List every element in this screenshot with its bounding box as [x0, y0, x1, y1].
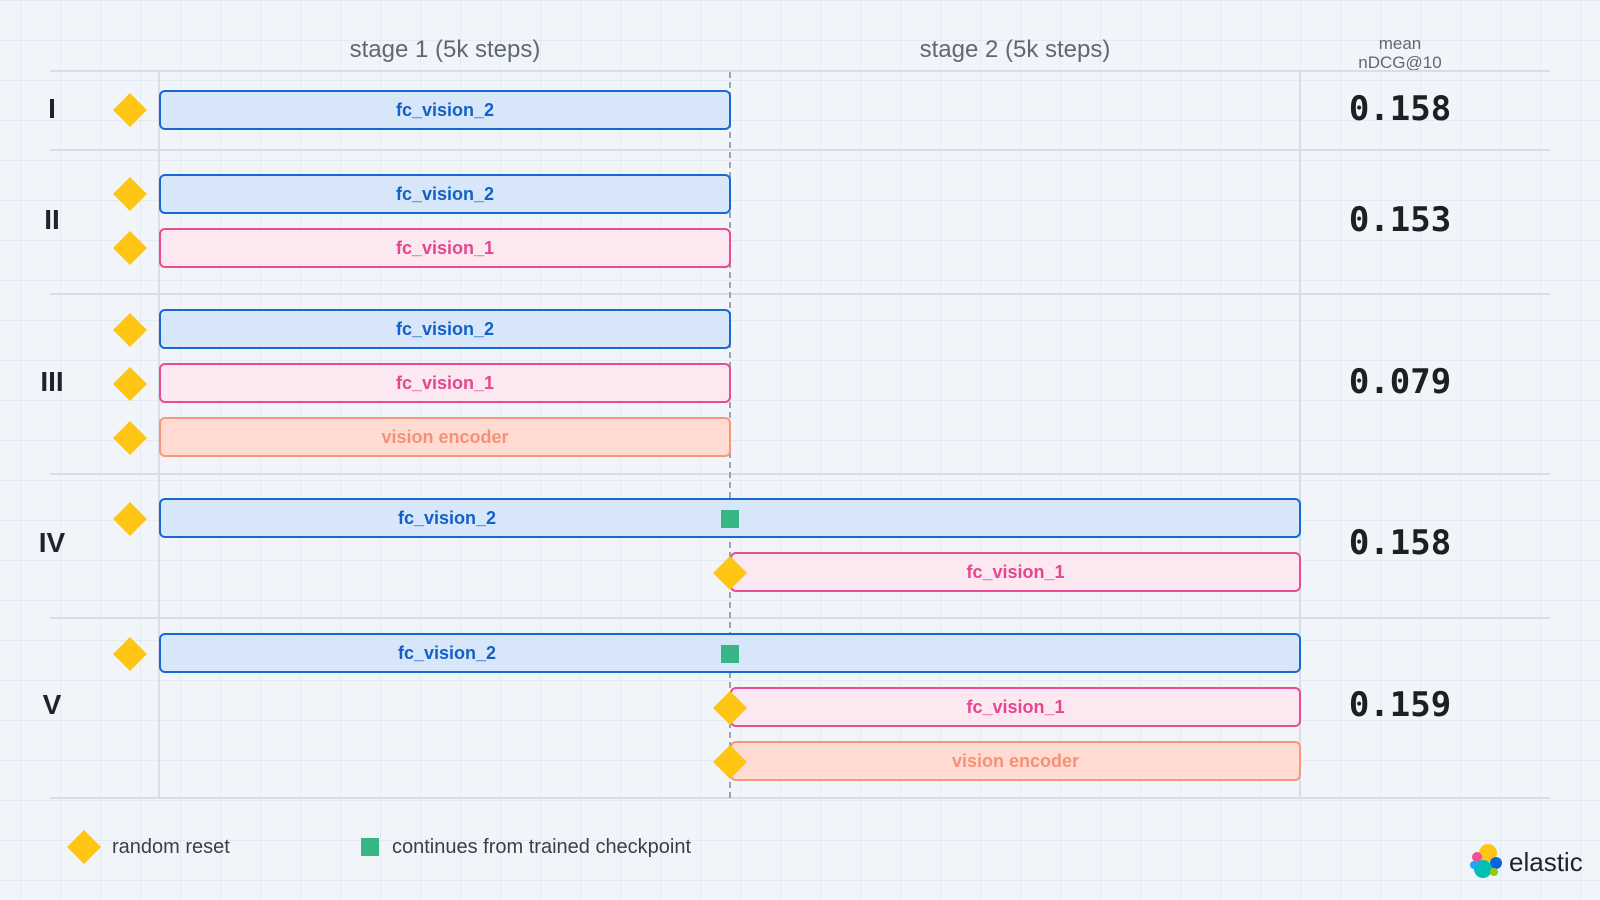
- checkpoint-square: [721, 510, 739, 528]
- score-iii: 0.079: [1348, 362, 1452, 402]
- row-divider: [50, 149, 1550, 151]
- metric-header-line1: mean: [1378, 34, 1422, 53]
- random-reset-diamond: [113, 637, 147, 671]
- random-reset-diamond: [113, 367, 147, 401]
- bar-fc-vision-1: fc_vision_1: [730, 552, 1301, 592]
- random-reset-diamond: [113, 231, 147, 265]
- bar-vision-encoder: vision encoder: [730, 741, 1301, 781]
- score-i: 0.158: [1348, 89, 1452, 129]
- bar-fc-vision-1: fc_vision_1: [730, 687, 1301, 727]
- score-v: 0.159: [1348, 685, 1452, 725]
- random-reset-diamond: [113, 93, 147, 127]
- random-reset-diamond: [113, 313, 147, 347]
- elastic-logo-text: elastic: [1509, 847, 1583, 877]
- bar-fc-vision-2: fc_vision_2: [159, 90, 731, 130]
- bar-fc-vision-1: fc_vision_1: [159, 228, 731, 268]
- checkpoint-square: [721, 645, 739, 663]
- random-reset-diamond: [113, 177, 147, 211]
- score-iv: 0.158: [1348, 523, 1452, 563]
- bar-vision-encoder: vision encoder: [159, 417, 731, 457]
- legend-random-reset: random reset: [112, 836, 230, 858]
- legend-continues: continues from trained checkpoint: [392, 836, 692, 858]
- row-divider: [50, 473, 1550, 475]
- elastic-logo-icon: [1470, 844, 1502, 878]
- row-divider: [50, 293, 1550, 295]
- bar-fc-vision-2: fc_vision_2: [159, 309, 731, 349]
- metric-header: mean nDCG@10: [1300, 34, 1500, 72]
- stage-2-end-line: [1299, 70, 1301, 798]
- stage-2-header: stage 2 (5k steps): [919, 36, 1111, 63]
- legend-diamond-icon: [67, 830, 101, 864]
- row-divider: [50, 797, 1550, 799]
- row-divider: [50, 70, 1550, 72]
- metric-header-line2: nDCG@10: [1358, 53, 1442, 72]
- bar-fc-vision-2: fc_vision_2: [159, 174, 731, 214]
- score-ii: 0.153: [1348, 200, 1452, 240]
- row-divider: [50, 617, 1550, 619]
- bar-fc-vision-1: fc_vision_1: [159, 363, 731, 403]
- legend-square-icon: [361, 838, 379, 856]
- random-reset-diamond: [113, 421, 147, 455]
- random-reset-diamond: [113, 502, 147, 536]
- stage-1-header: stage 1 (5k steps): [349, 36, 541, 63]
- bar-fc-vision-2: fc_vision_2: [159, 633, 1301, 673]
